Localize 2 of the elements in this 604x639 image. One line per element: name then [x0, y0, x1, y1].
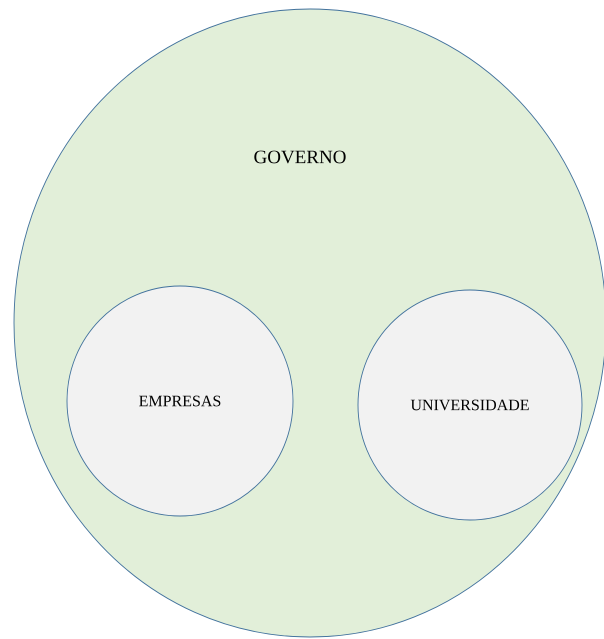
- circle-node: UNIVERSIDADE: [358, 290, 582, 520]
- circle-node: EMPRESAS: [66, 286, 294, 516]
